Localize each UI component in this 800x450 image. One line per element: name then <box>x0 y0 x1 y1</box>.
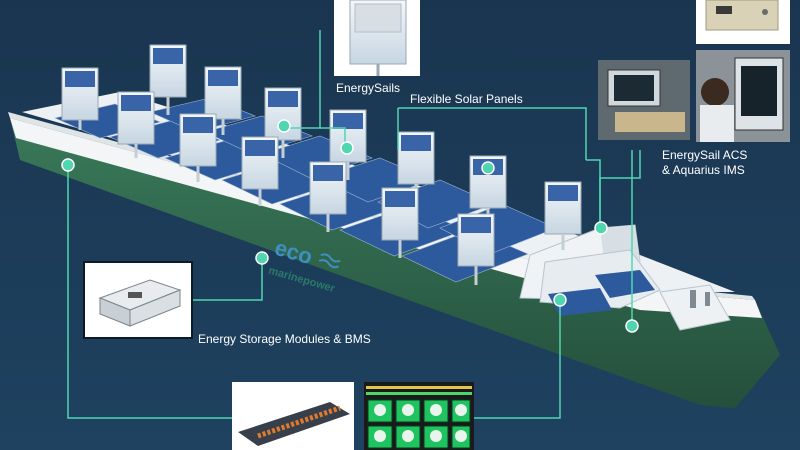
energy-sail <box>179 113 217 182</box>
energy-sail <box>117 91 155 158</box>
acs-controller-inset <box>696 0 790 44</box>
energy-sail <box>149 44 187 115</box>
node-marker <box>481 161 495 175</box>
ims-display-inset <box>364 382 474 450</box>
ship-bridge <box>519 224 731 331</box>
energy-storage-inset <box>83 261 193 339</box>
bms-board-inset <box>232 382 354 450</box>
label-energy-sails: EnergySails <box>336 81 400 95</box>
energy-sail <box>457 213 495 285</box>
energy-sail <box>241 136 279 206</box>
node-marker <box>594 221 608 235</box>
node-marker <box>277 119 291 133</box>
sail-array <box>61 44 582 285</box>
label-flexible-solar-panels: Flexible Solar Panels <box>410 92 523 106</box>
label-acs-line-2: & Aquarius IMS <box>662 163 745 177</box>
node-marker <box>255 251 269 265</box>
label-energy-storage: Energy Storage Modules & BMS <box>198 332 371 346</box>
connector-lines <box>67 30 641 419</box>
node-marker <box>553 293 567 307</box>
energy-sail <box>264 87 302 158</box>
node-marker <box>61 158 75 172</box>
connector-nodes <box>61 119 639 333</box>
energy-sail <box>544 181 582 250</box>
energy-sail <box>61 67 99 130</box>
label-acs-line-1: EnergySail ACS <box>662 148 747 162</box>
energy-sail <box>204 66 242 135</box>
energysail-inset <box>334 0 420 76</box>
node-marker <box>625 319 639 333</box>
energy-sail <box>309 161 347 232</box>
energy-sail <box>381 187 419 258</box>
energy-sail <box>397 131 435 204</box>
operator-photos-inset <box>598 50 790 142</box>
node-marker <box>340 141 354 155</box>
